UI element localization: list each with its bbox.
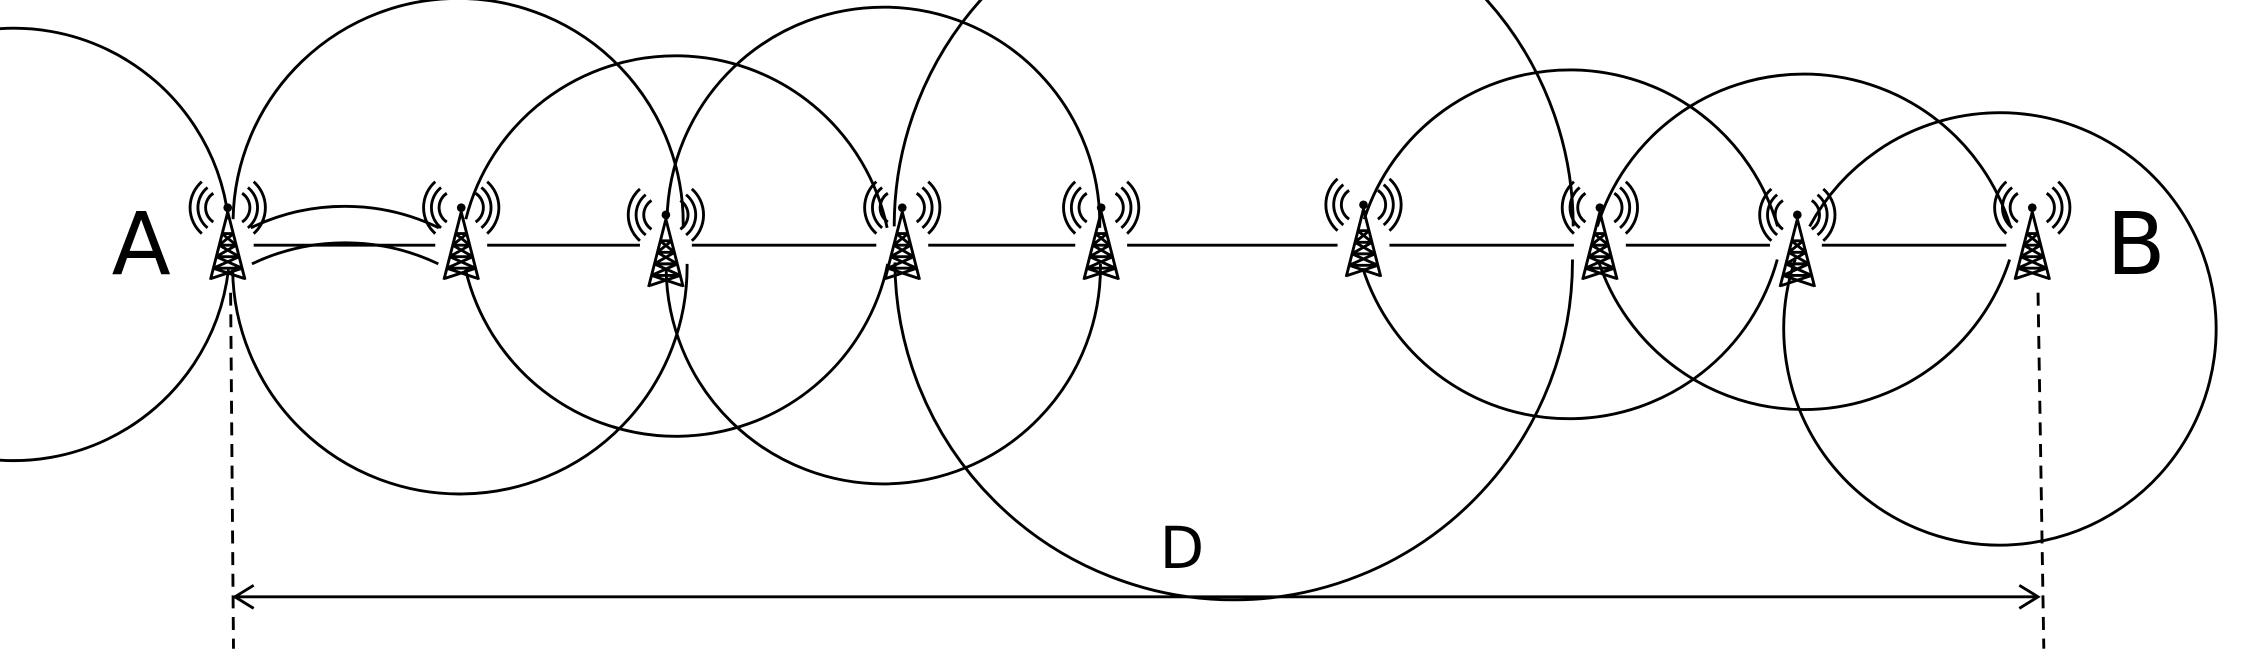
radio-tower-icon: [1324, 177, 1403, 279]
coverage-circle-1: [0, 26, 440, 463]
coverage-circle-2: [231, 0, 689, 496]
distance-dimension: [229, 292, 2046, 649]
radio-tower-icon: [863, 180, 942, 282]
radio-tower-icon: [422, 180, 501, 282]
dimension-guide-right: [2036, 292, 2046, 649]
endpoint-label-start: A: [112, 195, 171, 295]
dimension-guide-left: [229, 292, 235, 649]
coverage-circle-5: [892, 0, 1575, 602]
coverage-circle-7: [1595, 72, 2012, 411]
radio-tower-icon: [188, 180, 267, 282]
coverage-circles: [0, 0, 2218, 602]
coverage-circle-4: [664, 5, 1102, 486]
radio-tower-icon: [1758, 187, 1837, 289]
distance-label: D: [1160, 514, 1204, 582]
coverage-circle-6: [1361, 68, 1779, 421]
endpoint-label-end: B: [2106, 195, 2165, 295]
arrowhead-left-icon: [232, 584, 255, 610]
coverage-circle-8: [1782, 111, 2218, 547]
coverage-circle-3: [464, 54, 890, 438]
arrowhead-right-icon: [2018, 584, 2041, 610]
radio-tower-icon: [1993, 180, 2072, 282]
